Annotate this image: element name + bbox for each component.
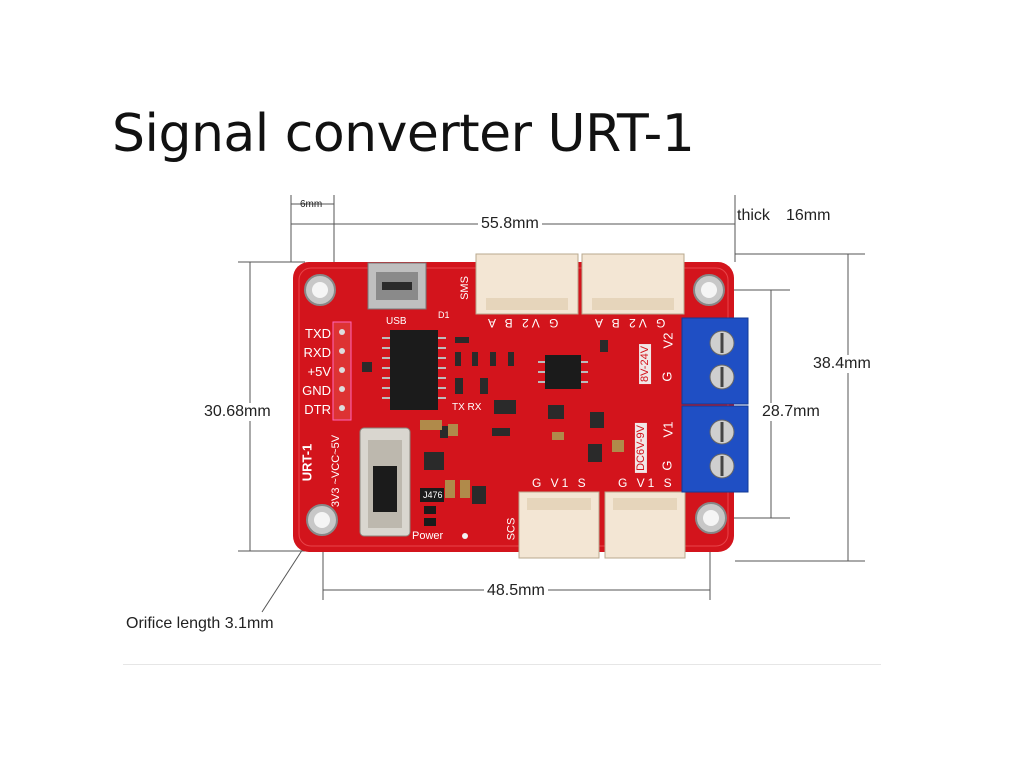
pin-dtr-label: DTR (304, 402, 331, 417)
terminal-pin-g2: G (659, 460, 675, 471)
dim-height-right: 38.4mm (811, 355, 873, 373)
pin-txd-label: TXD (305, 326, 331, 341)
dim-height-left: 30.68mm (202, 403, 273, 421)
mounting-holes (304, 274, 727, 536)
dim-terminal-height: 28.7mm (760, 403, 822, 421)
tx-rx-label: TX RX (452, 402, 482, 413)
pin-rxd-label: RXD (303, 345, 331, 360)
top-connector-1-pins: G V2 B A (485, 316, 559, 330)
smd-components (362, 337, 608, 504)
chip-label: J476 (423, 490, 443, 500)
divider (123, 664, 881, 665)
sms-label: SMS (458, 276, 471, 300)
switch-label: 3V3 ~VCC~5V (330, 434, 343, 508)
top-connectors (475, 253, 685, 315)
scs-label: SCS (505, 517, 518, 541)
bottom-connector-1-pins: G V1 S (532, 476, 589, 490)
voltage-bottom-label: DC6V-9V (634, 423, 647, 473)
secondary-chip (538, 355, 588, 389)
pin-gnd-label: GND (302, 383, 331, 398)
terminal-pin-g1: G (659, 371, 675, 382)
pin-labels: TXD RXD +5V GND DTR (293, 324, 331, 419)
slide-switch (359, 427, 411, 537)
bottom-connector-2-pins: G V1 S (618, 476, 675, 490)
terminal-pin-v1: V1 (660, 421, 676, 438)
page-title: Signal converter URT-1 (112, 104, 695, 164)
voltage-top-label: 8V-24V (639, 343, 652, 385)
terminal-pin-v2: V2 (660, 332, 676, 349)
main-chip (382, 330, 446, 410)
dim-thickness-value: 16mm (786, 207, 831, 224)
d1-label: D1 (438, 310, 450, 320)
usb-port (367, 262, 427, 310)
dim-width-top: 55.8mm (478, 215, 542, 233)
dim-thickness-label: thick (737, 207, 770, 224)
dim-orifice: Orifice length 3.1mm (126, 615, 274, 632)
dim-width-bottom: 48.5mm (484, 582, 548, 600)
usb-label: USB (386, 316, 407, 327)
pin-5v-label: +5V (307, 364, 332, 379)
model-label: URT-1 (299, 443, 315, 482)
top-connector-2-pins: G V2 B A (592, 316, 666, 330)
capacitors (420, 420, 624, 526)
terminal-blocks (681, 317, 749, 493)
dim-pin-pitch: 6mm (300, 199, 323, 210)
power-led (462, 533, 468, 539)
power-label: Power (412, 530, 444, 542)
pin-header (332, 321, 352, 421)
bottom-connectors (518, 491, 686, 559)
